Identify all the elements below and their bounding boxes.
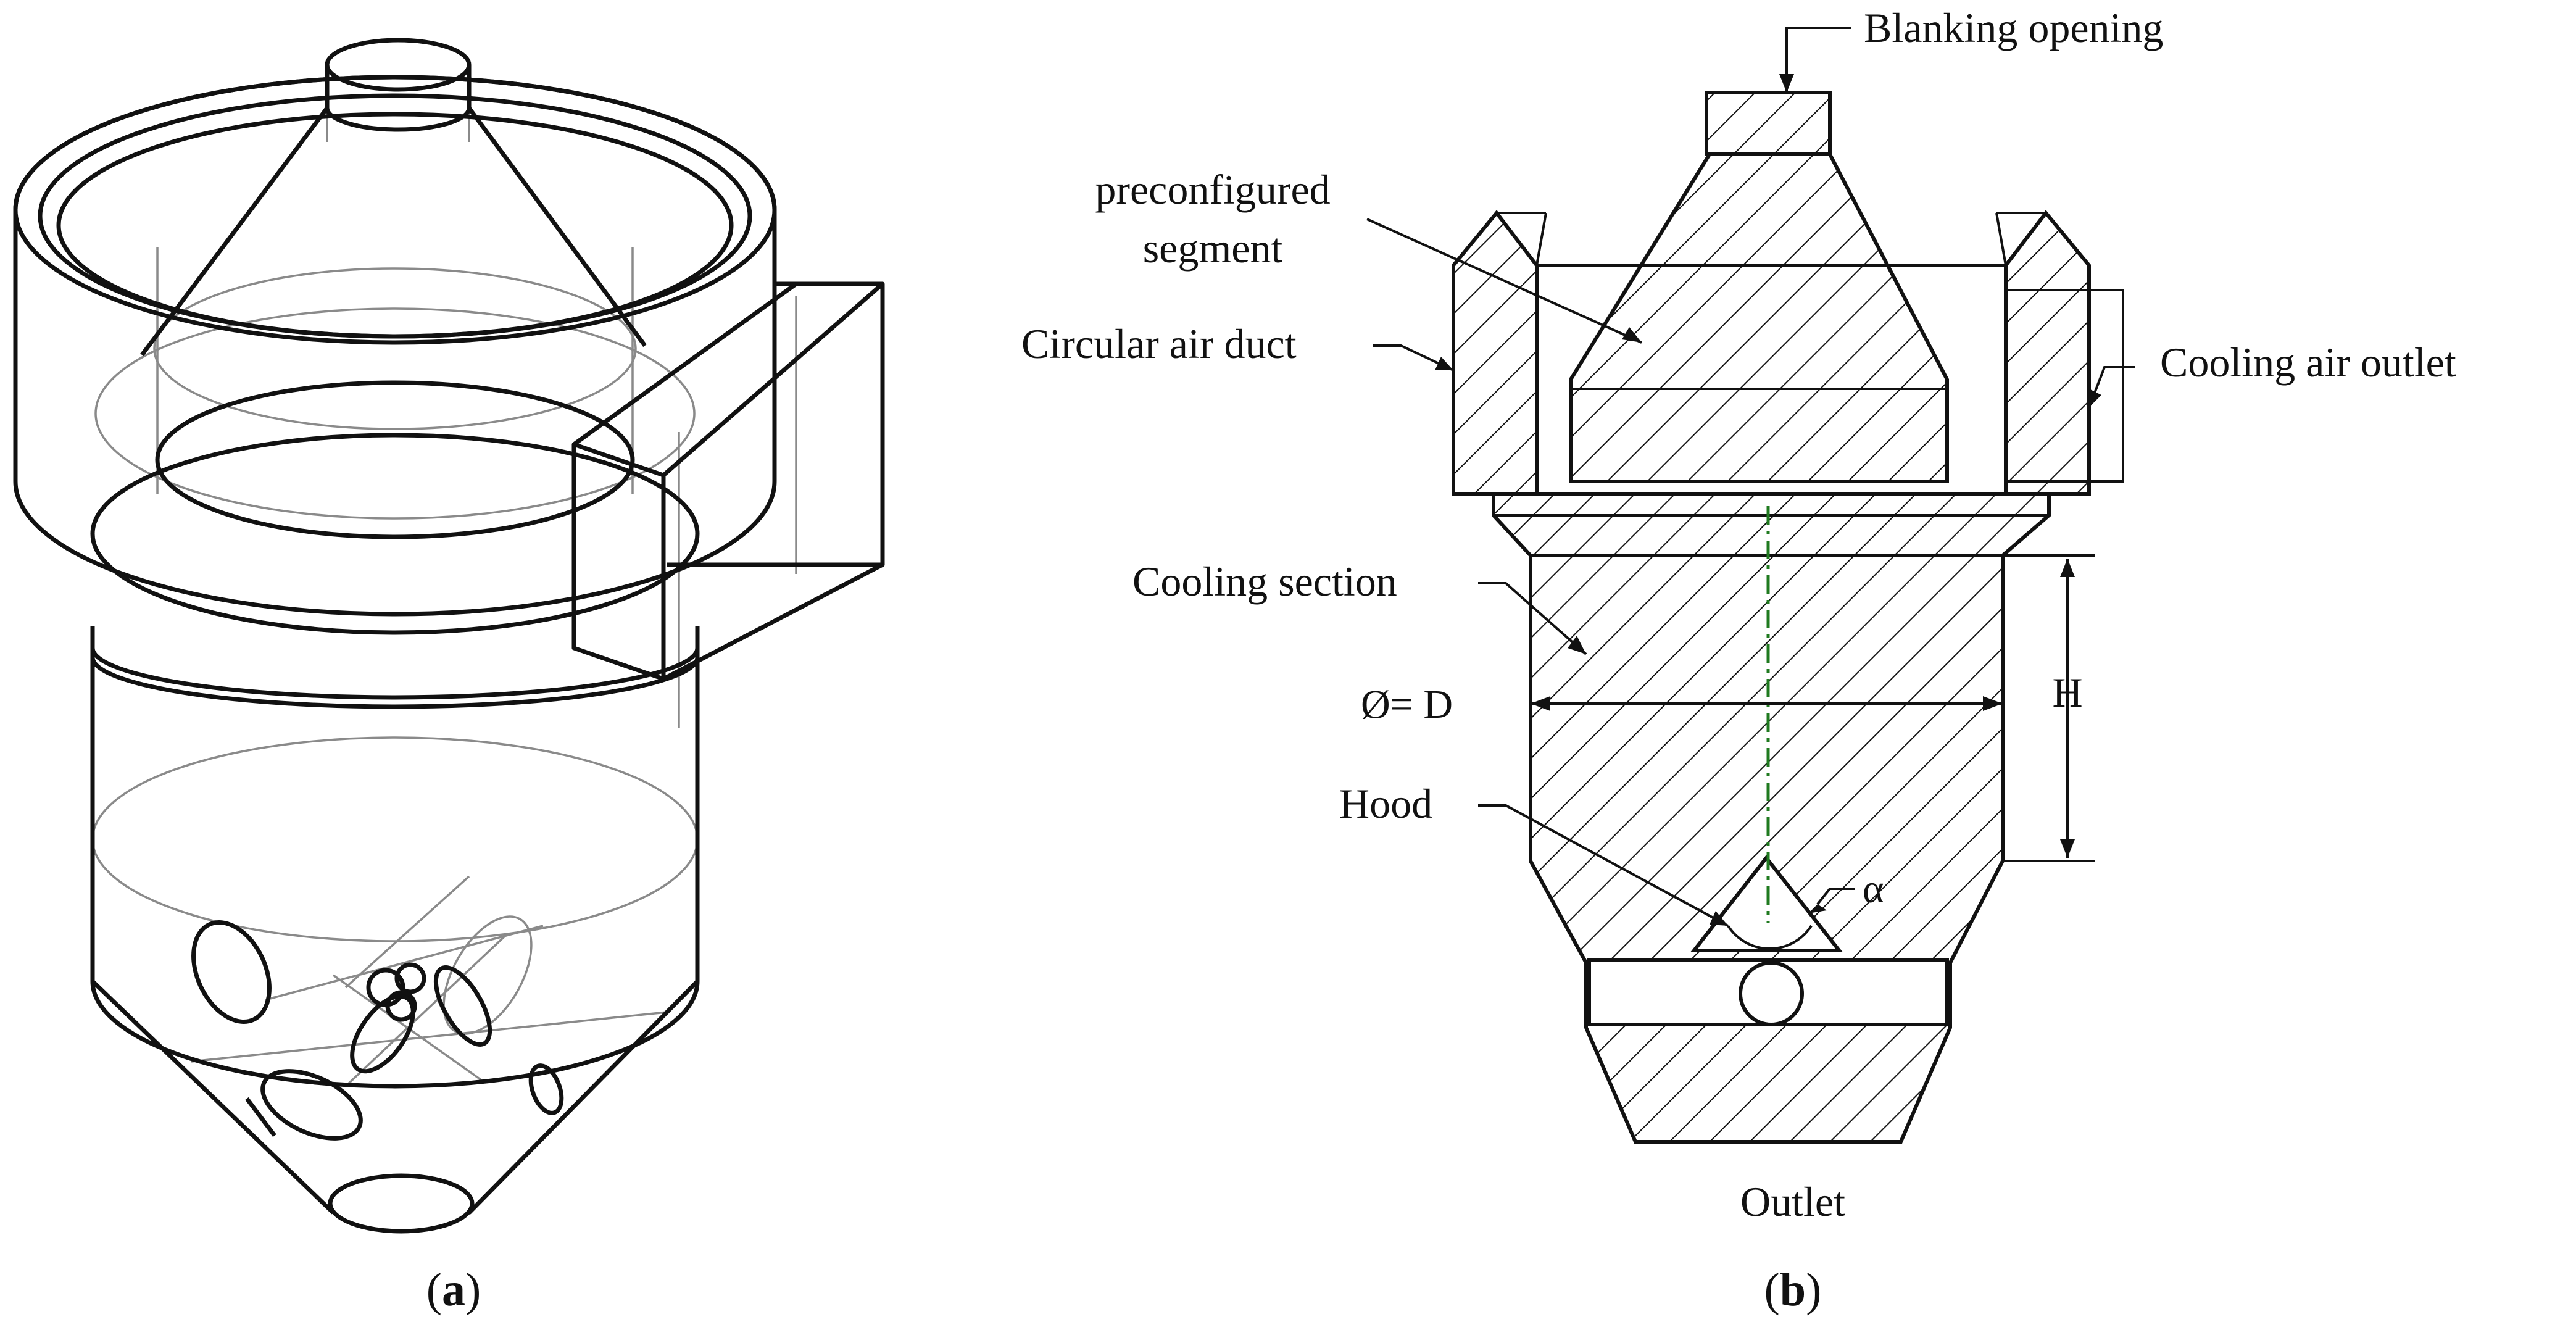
preconfigured-segment [1569, 152, 1949, 483]
hidden-lines [91, 65, 797, 1087]
label-preconfigured-line1: preconfigured [1095, 166, 1330, 213]
outlet-ball [1739, 961, 1804, 1026]
label-outlet: Outlet [1740, 1178, 1845, 1225]
cooling-section [1492, 492, 2051, 1144]
blanking-opening [1705, 91, 1832, 156]
label-blanking-opening: Blanking opening [1864, 4, 2163, 51]
label-cooling-section: Cooling section [1132, 558, 1397, 605]
dimension-diameter [1531, 696, 2003, 711]
bottom-cone [91, 979, 699, 1234]
tangential-nozzles [191, 920, 564, 1141]
label-circular-air-duct: Circular air duct [1021, 320, 1297, 367]
cylinder-body [90, 626, 700, 1089]
feed-cone [140, 38, 647, 357]
label-cooling-air-outlet: Cooling air outlet [2160, 339, 2456, 386]
duct-wall-right [2004, 210, 2091, 496]
isometric-view: (a) [13, 38, 885, 1316]
caption-b: (b) [1764, 1264, 1822, 1316]
label-height: H [2052, 669, 2082, 716]
leader-lines [1366, 27, 2135, 927]
caption-a: (a) [426, 1264, 481, 1316]
label-diameter: Ø= D [1361, 682, 1453, 727]
label-angle: α [1863, 867, 1884, 912]
duct-wall-left [1452, 210, 1539, 496]
label-hood: Hood [1339, 780, 1432, 827]
top-flange [13, 75, 777, 635]
cross-section-view: Blanking opening preconfigured segment C… [1021, 4, 2456, 1316]
label-preconfigured-line2: segment [1143, 225, 1283, 272]
dimension-height [2003, 554, 2095, 862]
